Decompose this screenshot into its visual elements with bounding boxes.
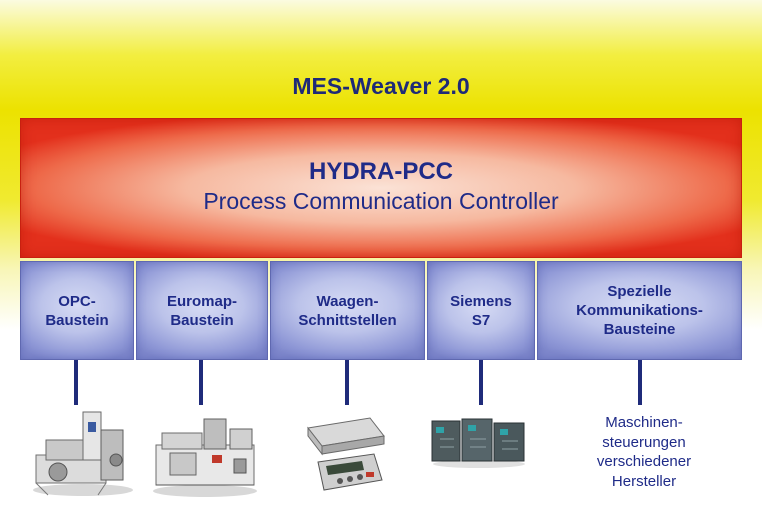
module-scale-interfaces: Waagen- Schnittstellen xyxy=(270,261,425,360)
module-opc: OPC- Baustein xyxy=(20,261,134,360)
connector-line xyxy=(345,360,349,405)
connector-line xyxy=(638,360,642,405)
module-label: Euromap- Baustein xyxy=(166,292,237,329)
plastics-machine-icon xyxy=(33,411,133,496)
weighing-scale-icon xyxy=(307,417,385,491)
diagram-title: MES-Weaver 2.0 xyxy=(292,73,470,99)
hydra-pcc-box: HYDRA-PCC Process Communication Controll… xyxy=(20,118,742,258)
machine-controllers-text: Maschinen- steuerungen verschiedener Her… xyxy=(596,414,692,490)
controller-subtitle: Process Communication Controller xyxy=(203,188,559,214)
controller-name: HYDRA-PCC xyxy=(309,158,453,185)
module-label: Waagen- Schnittstellen xyxy=(298,292,397,329)
injection-molding-machine-icon xyxy=(153,418,257,497)
module-euromap: Euromap- Baustein xyxy=(136,261,268,360)
siemens-s7-plc-icon xyxy=(431,418,525,468)
connector-line xyxy=(199,360,203,405)
connector-line xyxy=(74,360,78,405)
module-special-communication: Spezielle Kommunikations- Bausteine xyxy=(537,261,742,360)
module-siemens-s7: Siemens S7 xyxy=(427,261,535,360)
module-label: OPC- Baustein xyxy=(45,292,109,329)
module-label: Siemens S7 xyxy=(450,292,512,329)
connector-line xyxy=(479,360,483,405)
module-label: Spezielle Kommunikations- Bausteine xyxy=(576,283,703,338)
